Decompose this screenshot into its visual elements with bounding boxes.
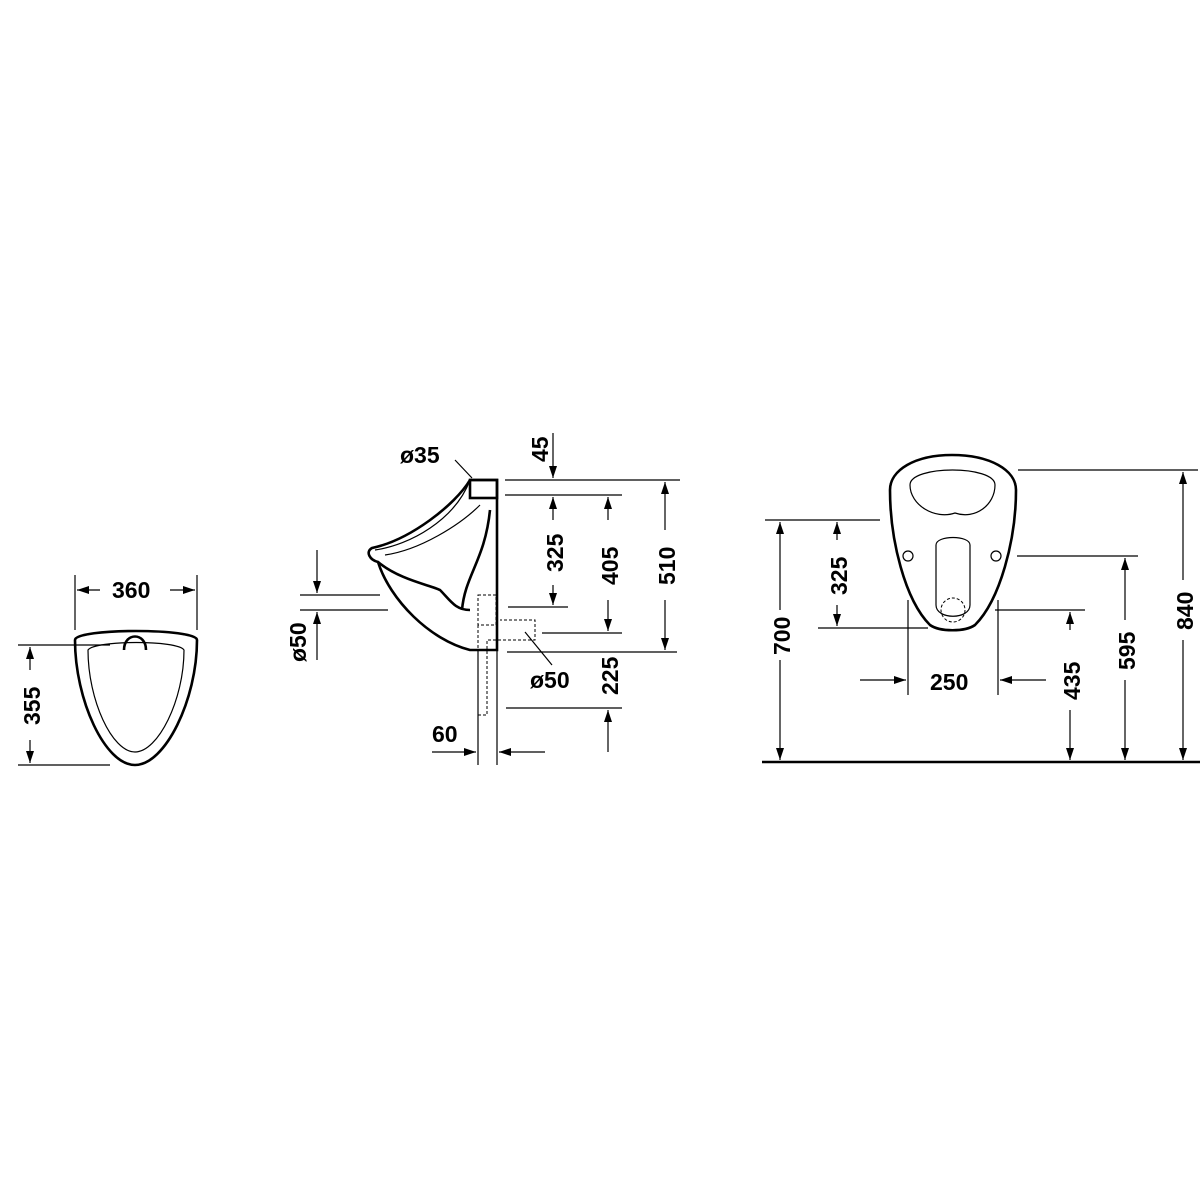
side-view: 45 325 405 510 225 ø50 ø35 ø50 60 [285,433,680,765]
dim-side-325: 325 [542,533,568,572]
dim-side-510: 510 [654,547,680,585]
dim-width-360: 360 [112,577,150,603]
dim-front-700: 700 [769,617,795,655]
dim-side-405: 405 [597,546,623,585]
dim-inlet-diameter-35: ø35 [400,442,440,468]
dim-top-offset-45: 45 [527,436,553,462]
front-view-outline [888,453,1018,632]
top-view: 360 355 [18,575,199,767]
front-view: 700 325 250 435 595 840 [762,453,1200,764]
dim-side-225: 225 [597,656,623,695]
dim-outlet-diameter-right: ø50 [530,667,570,693]
top-view-outline [73,629,199,767]
side-view-outline [367,478,499,652]
dim-front-595: 595 [1114,631,1140,670]
dim-front-840: 840 [1172,592,1198,630]
dim-outlet-diameter-left: ø50 [285,622,311,662]
dim-front-325: 325 [826,556,852,595]
dim-front-435: 435 [1059,661,1085,700]
dim-depth-355: 355 [19,686,45,725]
dim-side-60: 60 [432,721,458,747]
dim-front-250: 250 [930,669,968,695]
